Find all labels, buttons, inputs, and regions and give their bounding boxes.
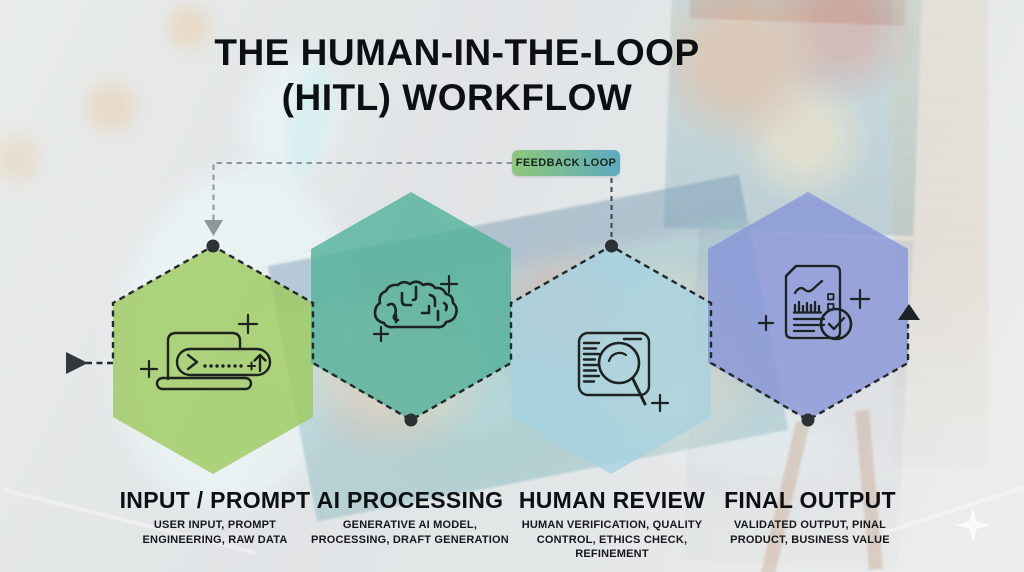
flow-exit-arrow-icon (898, 304, 920, 320)
subtitle-line: ENGINEERING, RAW DATA (142, 533, 288, 546)
node-dot-ai (404, 413, 418, 427)
subtitle-line: GENERATIVE AI MODEL, (342, 519, 478, 531)
stage-name: AI PROCESSING (316, 487, 504, 513)
feedback-line-return (212, 162, 512, 220)
node-dot-output (801, 413, 815, 427)
document-magnifier-icon (577, 331, 651, 406)
stage-label-human-review: HUMAN REVIEW HUMAN VERIFICATION, QUALITY… (502, 487, 722, 562)
stage-label-ai-processing: AI PROCESSING GENERATIVE AI MODEL, PROCE… (300, 487, 520, 547)
stage-label-final-output: FINAL OUTPUT VALIDATED OUTPUT, PINAL PRO… (700, 487, 920, 547)
stage-name: FINAL OUTPUT (724, 487, 896, 513)
hexagon-input-prompt[interactable] (113, 246, 313, 474)
node-dot-input (206, 239, 220, 253)
feedback-loop-badge[interactable]: FEEDBACK LOOP (512, 150, 620, 176)
stage-subtitle: GENERATIVE AI MODEL, PROCESSING, DRAFT G… (300, 518, 520, 547)
page-title: THE HUMAN-IN-THE-LOOP (HITL) WORKFLOW (0, 30, 914, 120)
feedback-down-arrow-icon (204, 220, 223, 236)
flow-entry-arrow-icon (66, 352, 88, 374)
stage-subtitle: VALIDATED OUTPUT, PINAL PRODUCT, BUSINES… (700, 518, 920, 547)
hexagon-human-review[interactable] (511, 246, 711, 474)
subtitle-line: PRODUCT, BUSINESS VALUE (730, 533, 890, 546)
stage-name: INPUT / PROMPT (119, 487, 311, 513)
subtitle-line: CONTROL, ETHICS CHECK, REFINEMENT (536, 533, 688, 561)
page-title-line1: THE HUMAN-IN-THE-LOOP (214, 32, 700, 73)
flow-path-dashed (86, 244, 910, 422)
node-dot-review (605, 239, 618, 253)
subtitle-line: USER INPUT, PROMPT (153, 519, 277, 531)
stage-name: HUMAN REVIEW (518, 487, 706, 513)
subtitle-line: HUMAN VERIFICATION, QUALITY (521, 519, 703, 531)
page-title-line2: (HITL) WORKFLOW (281, 77, 633, 118)
subtitle-line: VALIDATED OUTPUT, PINAL (733, 519, 887, 531)
report-check-icon (784, 264, 853, 341)
stage-subtitle: USER INPUT, PROMPT ENGINEERING, RAW DATA (105, 518, 325, 547)
stage-label-input-prompt: INPUT / PROMPT USER INPUT, PROMPT ENGINE… (105, 487, 325, 547)
stage-subtitle: HUMAN VERIFICATION, QUALITY CONTROL, ETH… (502, 518, 722, 562)
subtitle-line: PROCESSING, DRAFT GENERATION (311, 533, 509, 546)
